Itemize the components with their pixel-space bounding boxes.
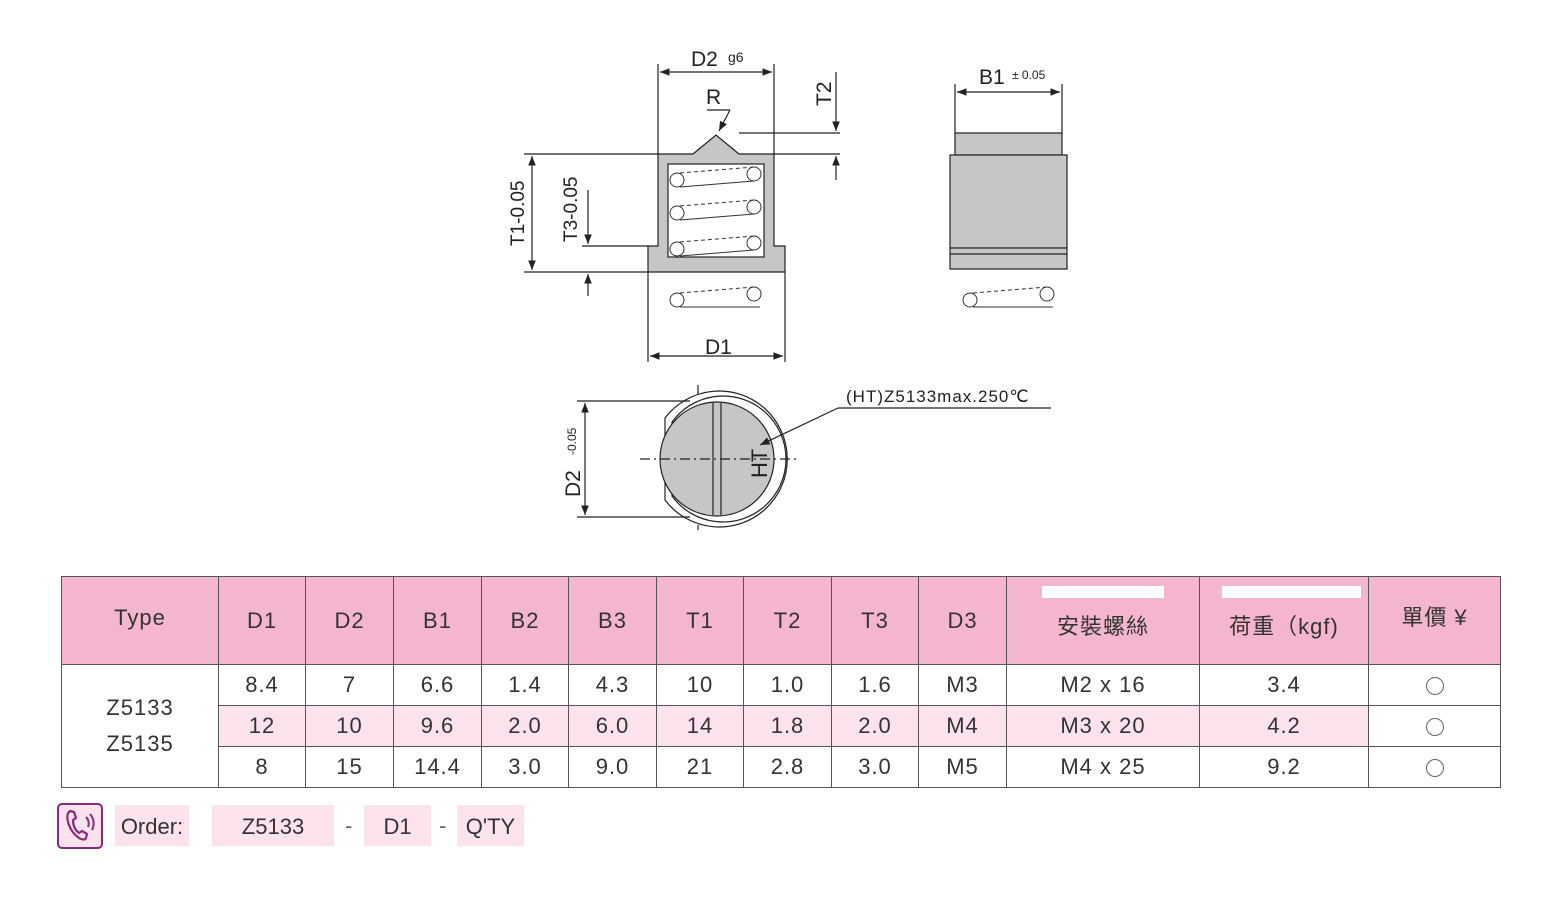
cell-t1: 21 (656, 746, 744, 788)
type-cell: Z5133 Z5135 (61, 664, 219, 788)
price-circle-icon (1425, 677, 1444, 696)
cell-d2: 7 (305, 664, 394, 706)
cell-price (1368, 664, 1501, 706)
cell-load: 4.2 (1199, 705, 1369, 747)
cell-t3: 3.0 (831, 746, 919, 788)
side-view (524, 64, 840, 362)
spring-coils (669, 166, 762, 257)
dim-d2-tol: g6 (728, 49, 744, 65)
cell-screw: M3 x 20 (1006, 705, 1200, 747)
header-d3: D3 (918, 576, 1007, 665)
dim-t3: T3-0.05 (561, 177, 582, 242)
cell-b1: 6.6 (393, 664, 482, 706)
cell-b1: 14.4 (393, 746, 482, 788)
header-b1: B1 (393, 576, 482, 665)
cell-t3: 1.6 (831, 664, 919, 706)
header-t2: T2 (743, 576, 832, 665)
cell-d2: 15 (305, 746, 394, 788)
cell-b2: 2.0 (481, 705, 569, 747)
order-sep-2: - (439, 813, 447, 838)
cell-d3: M3 (918, 664, 1007, 706)
cell-t2: 1.8 (743, 705, 832, 747)
right-view (949, 84, 1068, 308)
cell-price (1368, 705, 1501, 747)
dim-top-d2-tol: -0.05 (565, 427, 579, 455)
table-row: 8 15 14.4 3.0 9.0 21 2.8 3.0 M5 M4 x 25 … (62, 746, 1501, 788)
cell-b3: 6.0 (568, 705, 657, 747)
cell-screw: M2 x 16 (1006, 664, 1200, 706)
cell-d1: 8 (218, 746, 306, 788)
dim-b1-tol: ± 0.05 (1012, 68, 1046, 82)
dim-t1: T1-0.05 (508, 181, 529, 246)
table-row: 12 10 9.6 2.0 6.0 14 1.8 2.0 M4 M3 x 20 … (62, 705, 1501, 747)
cell-d1: 8.4 (218, 664, 306, 706)
ht-mark: HT (747, 449, 772, 478)
header-d1: D1 (218, 576, 306, 665)
cell-t2: 2.8 (743, 746, 832, 788)
dim-top-d2: D2 (562, 470, 585, 497)
cell-t1: 10 (656, 664, 744, 706)
header-type: Type (61, 576, 219, 665)
header-b3: B3 (568, 576, 657, 665)
cell-load: 9.2 (1199, 746, 1369, 788)
dim-t2: T2 (813, 81, 836, 106)
order-part-type: Z5133 (212, 805, 334, 846)
order-part-qty: Q'TY (457, 805, 524, 846)
table-header-row: Type D1 D2 B1 B2 B3 T1 T2 T3 D3 安裝螺絲 荷重（… (61, 576, 1501, 665)
price-circle-icon (1425, 759, 1444, 778)
dim-b1: B1 (979, 66, 1005, 89)
phone-icon (57, 803, 103, 849)
cell-b3: 4.3 (568, 664, 657, 706)
cell-price (1368, 746, 1501, 788)
type-z5135: Z5135 (106, 731, 174, 756)
header-load: 荷重（kgf) (1199, 576, 1369, 665)
order-label: Order: (115, 805, 189, 846)
top-view (577, 385, 1051, 530)
order-part-d1: D1 (364, 805, 431, 846)
cell-screw: M4 x 25 (1006, 746, 1200, 788)
cell-d3: M4 (918, 705, 1007, 747)
dim-r: R (706, 86, 721, 109)
price-circle-icon (1425, 718, 1444, 737)
cell-d2: 10 (305, 705, 394, 747)
spec-table: Type D1 D2 B1 B2 B3 T1 T2 T3 D3 安裝螺絲 荷重（… (61, 576, 1501, 788)
header-t3: T3 (831, 576, 919, 665)
cell-t3: 2.0 (831, 705, 919, 747)
header-b2: B2 (481, 576, 569, 665)
cell-b2: 3.0 (481, 746, 569, 788)
dim-d2: D2 (691, 48, 718, 71)
dim-d1: D1 (705, 336, 732, 359)
ht-note: (HT)Z5133max.250℃ (846, 387, 1029, 406)
order-sep-1: - (345, 813, 353, 838)
cell-b2: 1.4 (481, 664, 569, 706)
table-row: Z5133 Z5135 8.4 7 6.6 1.4 4.3 10 1.0 1.6… (61, 664, 1501, 788)
header-screw: 安裝螺絲 (1006, 576, 1200, 665)
header-d2: D2 (305, 576, 394, 665)
cell-t2: 1.0 (743, 664, 832, 706)
cell-b1: 9.6 (393, 705, 482, 747)
cell-d3: M5 (918, 746, 1007, 788)
cell-load: 3.4 (1199, 664, 1369, 706)
cell-t1: 14 (656, 705, 744, 747)
technical-drawing: D2 g6 R T2 T1-0.05 T3-0.05 D1 B1 ± 0.05 (508, 48, 1068, 530)
header-price: 單價 ¥ (1368, 576, 1501, 665)
cell-b3: 9.0 (568, 746, 657, 788)
header-t1: T1 (656, 576, 744, 665)
type-z5133: Z5133 (106, 695, 174, 720)
spring-below (669, 286, 762, 308)
cell-d1: 12 (218, 705, 306, 747)
